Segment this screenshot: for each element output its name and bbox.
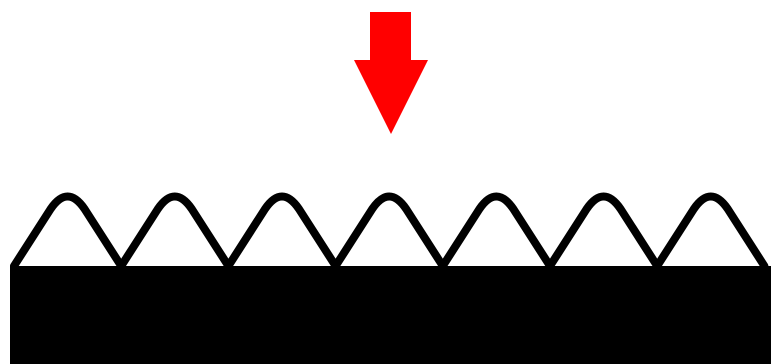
red-down-arrow [354,12,428,134]
sawtooth-ridge [14,197,764,267]
down-arrow-icon [354,12,428,134]
ridge-peak-3 [228,197,335,267]
ridge-peak-5 [443,197,550,267]
ridge-peak-7 [657,197,764,267]
base-block [10,266,771,364]
ridge-peak-2 [121,197,228,267]
ridge-peak-4 [336,197,443,267]
ridge-peak-6 [550,197,657,267]
ridge-peak-1 [14,197,121,267]
